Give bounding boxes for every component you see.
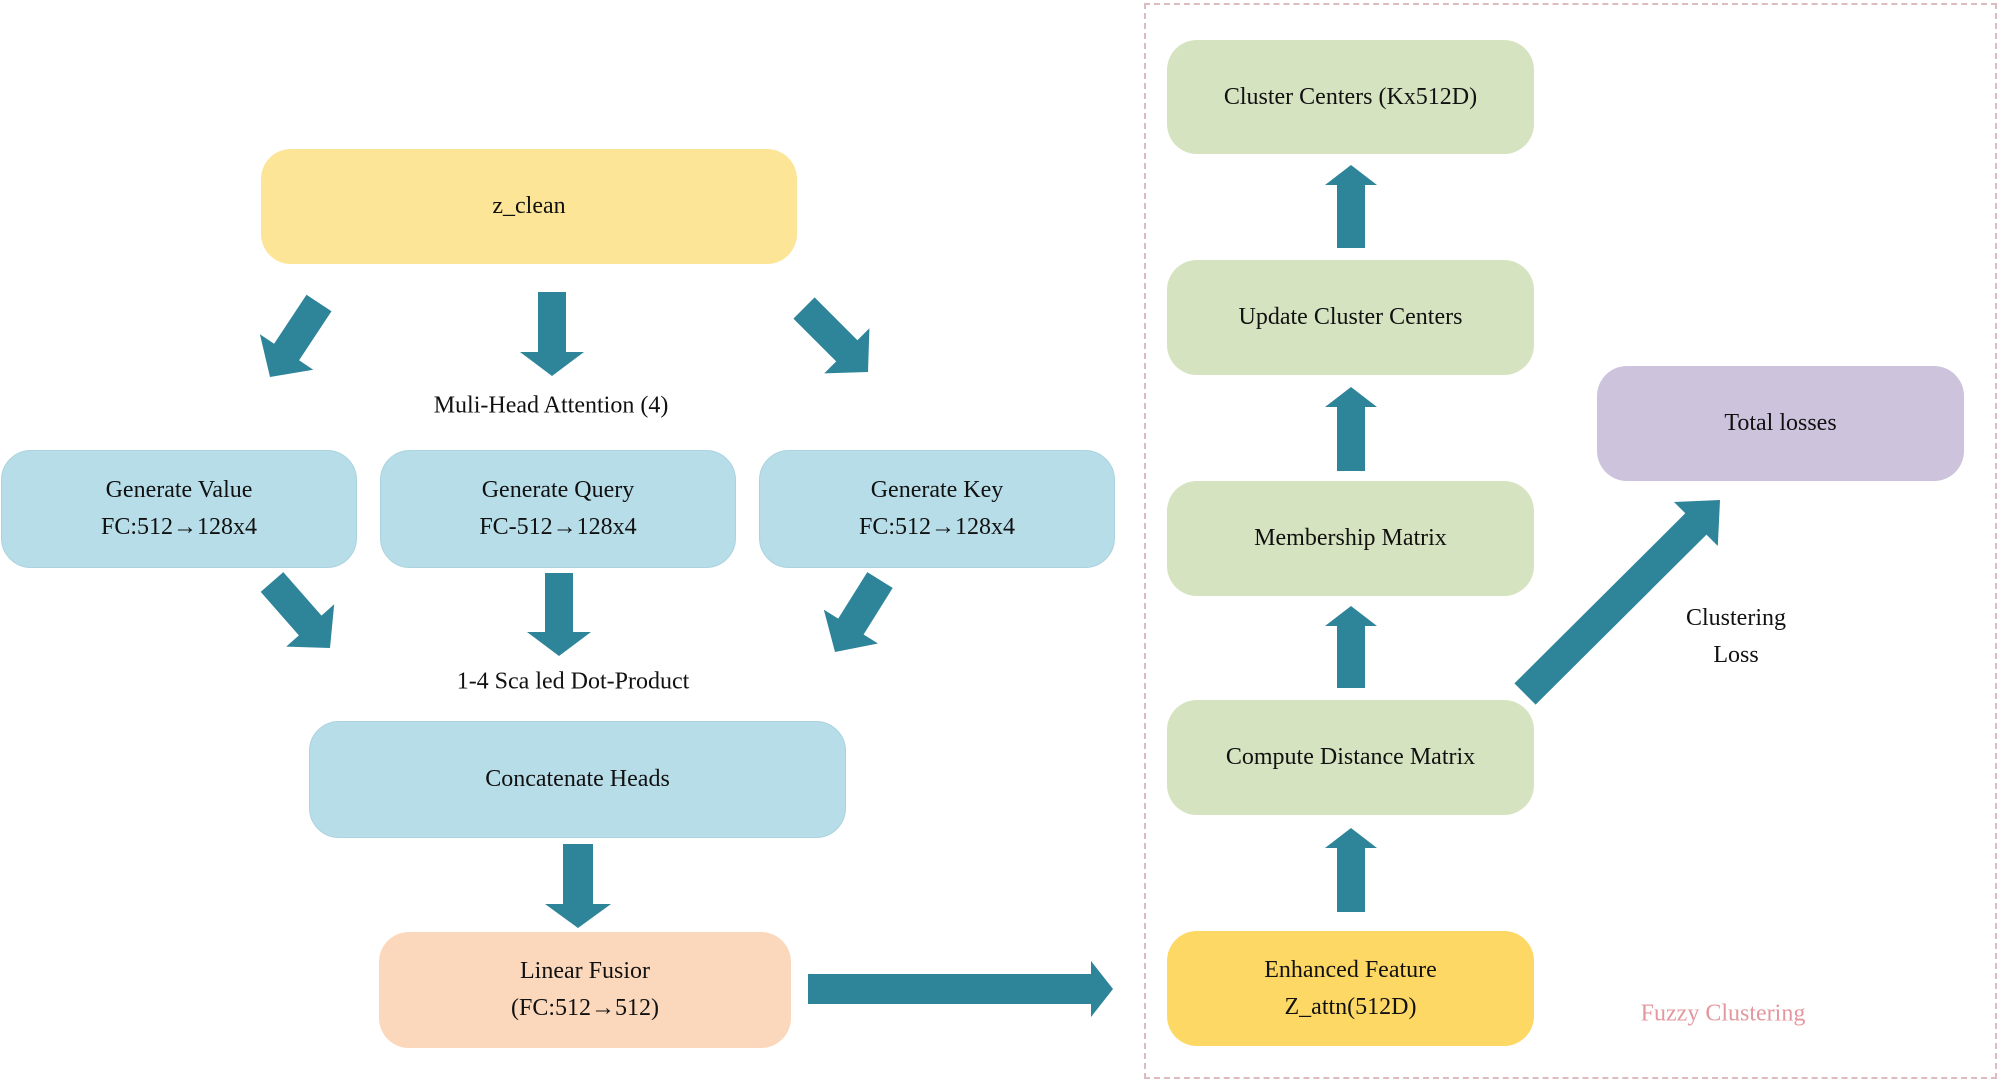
generate-query-node: Generate Query FC-512→128x4 bbox=[380, 450, 736, 568]
update-cluster-centers-node: Update Cluster Centers bbox=[1167, 260, 1534, 375]
clustering-loss-label: Clustering Loss bbox=[1686, 600, 1786, 674]
generate-query-detail: FC-512→128x4 bbox=[479, 514, 637, 540]
cluster-centers-node: Cluster Centers (Kx512D) bbox=[1167, 40, 1534, 154]
linear-fusion-title: Linear Fusior bbox=[520, 958, 650, 984]
update-cluster-centers-label: Update Cluster Centers bbox=[1238, 304, 1463, 330]
generate-value-detail: FC:512→128x4 bbox=[100, 514, 258, 540]
clustering-loss-line1: Clustering bbox=[1686, 605, 1786, 631]
generate-key-title: Generate Key bbox=[870, 477, 1004, 503]
z-clean-label: z_clean bbox=[492, 193, 566, 219]
compute-distance-matrix-node: Compute Distance Matrix bbox=[1167, 700, 1534, 815]
generate-query-title: Generate Query bbox=[481, 477, 635, 503]
arrow-zclean-to-query-icon bbox=[520, 292, 584, 376]
generate-key-detail: FC:512→128x4 bbox=[858, 514, 1016, 540]
clustering-loss-line2: Loss bbox=[1713, 642, 1759, 668]
membership-matrix-label: Membership Matrix bbox=[1254, 525, 1447, 551]
arrow-query-to-dotproduct-icon bbox=[527, 573, 591, 656]
enhanced-feature-detail: Z_attn(512D) bbox=[1284, 993, 1417, 1020]
total-losses-node: Total losses bbox=[1597, 366, 1964, 481]
fuzzy-clustering-group bbox=[1144, 3, 1997, 1079]
arrow-zclean-to-key-icon bbox=[793, 297, 870, 374]
cluster-centers-label: Cluster Centers (Kx512D) bbox=[1223, 83, 1478, 110]
arrow-update-to-centers-icon bbox=[1325, 165, 1377, 248]
compute-distance-matrix-label: Compute Distance Matrix bbox=[1225, 744, 1476, 770]
arrow-enhanced-to-distance-icon bbox=[1325, 828, 1377, 912]
arrow-distance-to-membership-icon bbox=[1325, 606, 1377, 688]
fuzzy-clustering-label: Fuzzy Clustering bbox=[1640, 1000, 1806, 1027]
concatenate-heads-label: Concatenate Heads bbox=[485, 766, 670, 792]
total-losses-label: Total losses bbox=[1724, 410, 1837, 436]
z-clean-node: z_clean bbox=[261, 149, 797, 264]
arrow-zclean-to-value-icon bbox=[259, 294, 332, 377]
generate-key-node: Generate Key FC:512→128x4 bbox=[759, 450, 1115, 568]
multihead-attention-label: Muli-Head Attention (4) bbox=[433, 392, 669, 419]
enhanced-feature-title: Enhanced Feature bbox=[1264, 956, 1437, 983]
arrow-membership-to-update-icon bbox=[1325, 387, 1377, 471]
scaled-dot-product-label: 1-4 Sca led Dot-Product bbox=[456, 668, 690, 695]
arrow-distance-to-totallosses-icon bbox=[1514, 500, 1720, 705]
linear-fusion-node: Linear Fusior (FC:512→512) bbox=[379, 932, 791, 1048]
generate-value-node: Generate Value FC:512→128x4 bbox=[1, 450, 357, 568]
arrow-fusion-to-enhanced-icon bbox=[808, 961, 1113, 1017]
linear-fusion-detail: (FC:512→512) bbox=[510, 995, 659, 1021]
arrow-key-to-dotproduct-icon bbox=[823, 572, 893, 652]
generate-value-title: Generate Value bbox=[105, 477, 253, 503]
arrow-value-to-dotproduct-icon bbox=[260, 572, 335, 648]
concatenate-heads-node: Concatenate Heads bbox=[309, 721, 846, 838]
enhanced-feature-node: Enhanced Feature Z_attn(512D) bbox=[1167, 931, 1534, 1046]
membership-matrix-node: Membership Matrix bbox=[1167, 481, 1534, 596]
arrow-concat-to-fusion-icon bbox=[545, 844, 611, 928]
